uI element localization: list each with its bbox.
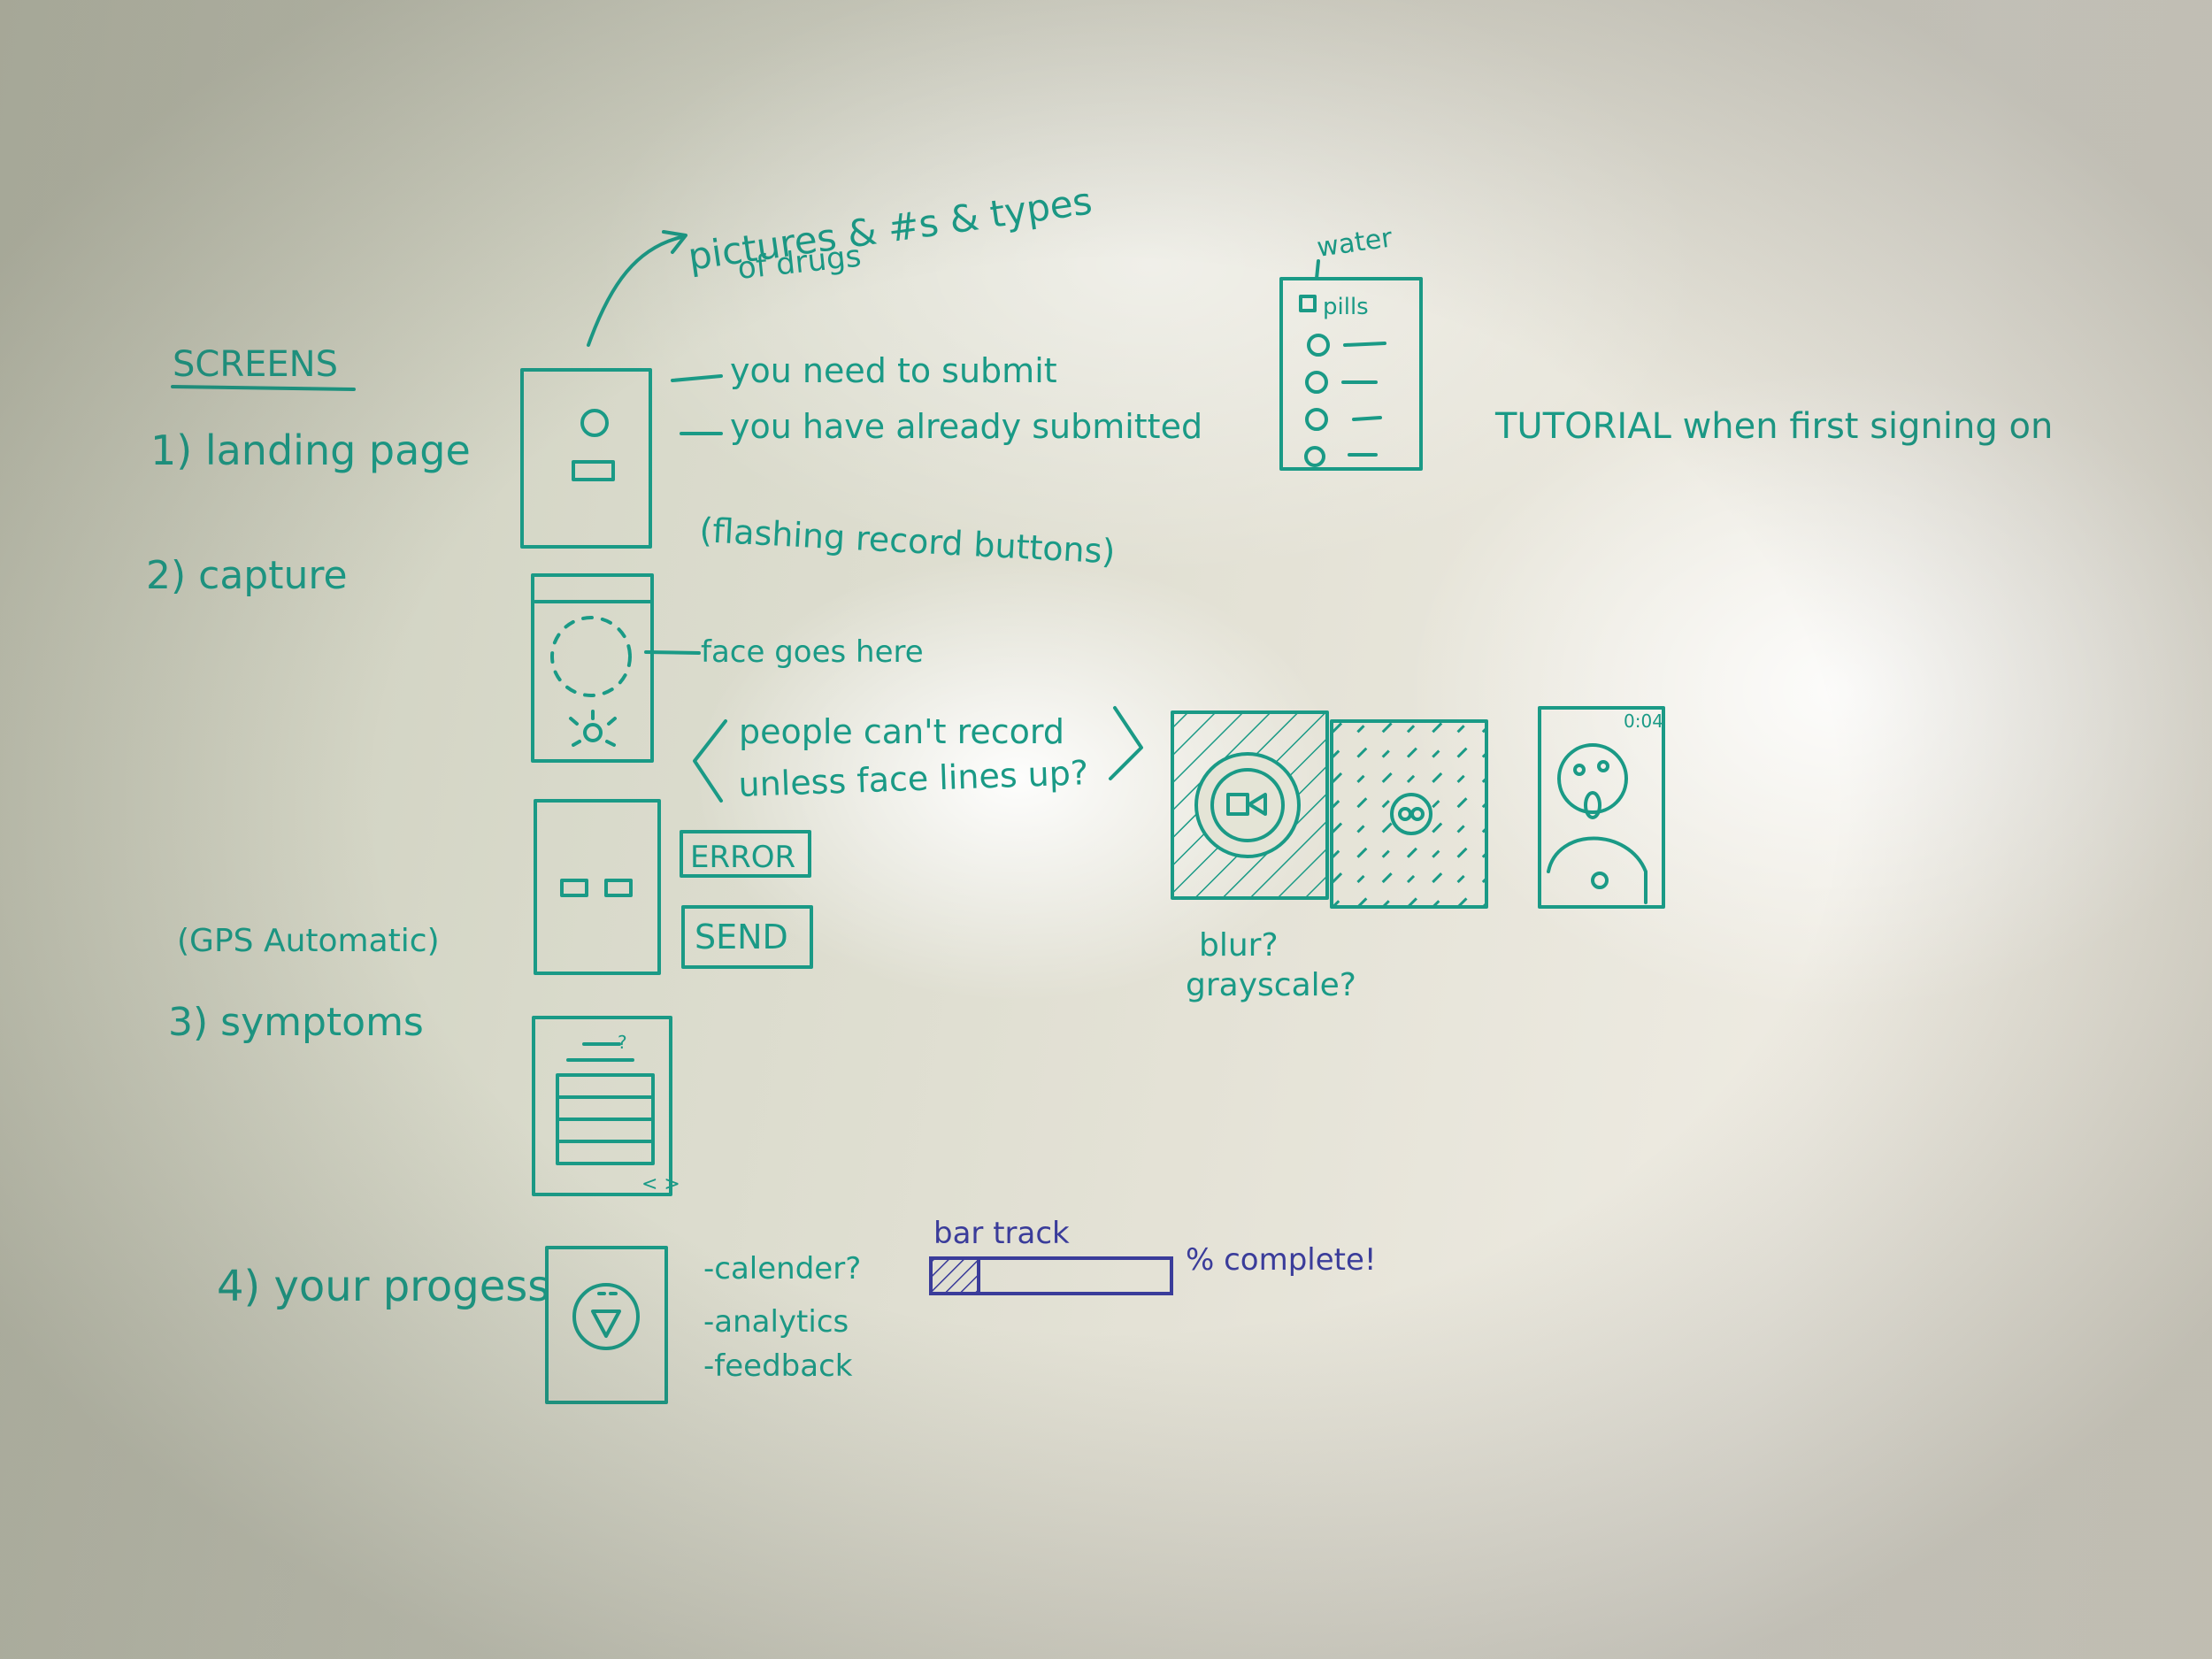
pills-label: pills (1323, 294, 1369, 320)
state-already-submitted: you have already submitted (730, 407, 1202, 446)
record-question-1: people can't record (739, 712, 1064, 751)
submit-sketch (534, 799, 661, 975)
screen-2-label: 2) capture (146, 553, 348, 598)
arrow-need-submit (671, 374, 723, 382)
progress-item-analytics: -analytics (703, 1304, 849, 1340)
svg-text:?: ? (618, 1032, 627, 1053)
bracket-left (693, 719, 727, 803)
error-button-label: ERROR (690, 840, 795, 875)
progress-sketch (545, 1246, 668, 1404)
face-arrow (644, 650, 701, 655)
camera-grayscale-sketch (1330, 719, 1488, 909)
gps-note: (GPS Automatic) (177, 923, 440, 959)
timer-label: 0:04 (1624, 710, 1663, 732)
symptoms-sketch: ? < > (532, 1016, 680, 1196)
bar-track-label: bar track (933, 1216, 1070, 1251)
error-button[interactable] (680, 830, 811, 878)
screen-1-label: 1) landing page (150, 426, 471, 474)
screen-4-label: 4) your progess (217, 1262, 549, 1311)
record-question-2: unless face lines up? (738, 753, 1089, 804)
face-note: face goes here (701, 634, 924, 670)
title-underline (171, 385, 356, 391)
progress-item-calendar: -calender? (703, 1251, 861, 1286)
tutorial-note: TUTORIAL when first signing on (1494, 406, 2053, 447)
capture-sketch (531, 573, 654, 763)
screen-3-label: 3) symptoms (168, 1000, 424, 1045)
progress-item-feedback: -feedback (703, 1348, 853, 1384)
camera-recording-sketch: 0:04 (1538, 706, 1665, 909)
grayscale-note: grayscale? (1186, 967, 1356, 1003)
pill-list-sketch: water pills (1279, 222, 1423, 471)
complete-label: % complete! (1186, 1242, 1377, 1278)
blur-note: blur? (1199, 927, 1279, 964)
camera-blur-sketch (1171, 710, 1329, 900)
curved-arrow (587, 235, 683, 347)
send-button-label: SEND (695, 918, 788, 956)
symptoms-nav: < > (641, 1173, 680, 1195)
flashing-note: (flashing record buttons) (699, 511, 1117, 572)
title: SCREENS (173, 344, 338, 385)
state-need-submit: you need to submit (730, 351, 1057, 390)
water-label: water (1315, 222, 1394, 264)
bracket-right (1109, 706, 1143, 780)
progress-bar-fill (929, 1256, 980, 1295)
send-button[interactable] (681, 905, 813, 969)
landing-page-sketch (520, 368, 652, 549)
curved-arrow-head (662, 230, 687, 254)
